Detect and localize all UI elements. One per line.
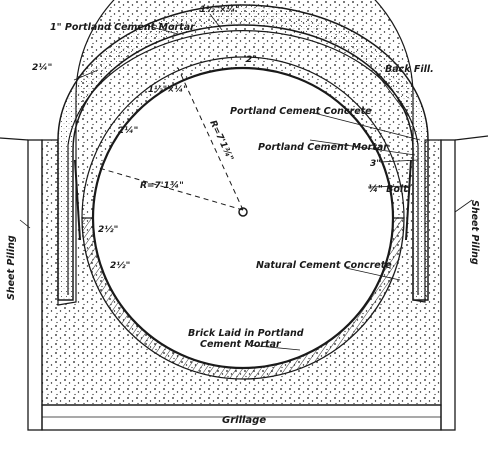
mortar-coat-line	[67, 30, 419, 295]
label-crown-dim: 2"	[246, 55, 257, 65]
radius-line-vertical	[177, 67, 244, 211]
label-sheet-piling-right: Sheet Piling	[469, 200, 480, 265]
label-radius-diagonal: R=7'1¾"	[140, 181, 184, 191]
upper-ring-band	[81, 56, 405, 219]
leader-lines	[19, 13, 473, 351]
label-top-thickness: 1½"×¼"	[200, 4, 240, 15]
center-point	[238, 207, 248, 217]
label-portland-cement-mortar-top: 1" Portland Cement Mortar	[50, 22, 196, 33]
bolts	[74, 159, 412, 241]
grillage	[41, 404, 442, 431]
radius-line-diagonal	[98, 167, 244, 211]
label-right-dim-3: 3"	[370, 159, 381, 169]
label-sheet-piling-left: Sheet Piling	[6, 235, 17, 300]
label-inner-dim-a: 1½"×¼"	[148, 84, 188, 95]
label-grillage: Grillage	[222, 415, 266, 426]
label-portland-cement-concrete: Portland Cement Concrete	[230, 106, 372, 117]
sheet-piling-left	[27, 139, 43, 431]
label-left-dim-low: 2½"	[110, 261, 130, 271]
label-portland-cement-mortar: Portland Cement Mortar	[258, 142, 389, 153]
label-brick-laid-line2: Cement Mortar	[200, 339, 282, 350]
label-natural-cement-concrete: Natural Cement Concrete	[256, 260, 392, 271]
label-brick-laid-line1: Brick Laid in Portland	[188, 328, 304, 339]
label-back-fill: Back Fill.	[385, 64, 434, 75]
label-left-dim-upper: 2¼"	[118, 125, 138, 136]
label-left-outer-dim: 2¼"	[32, 62, 52, 73]
ground-line	[0, 135, 488, 141]
portland-cement-concrete-arch	[57, 4, 429, 301]
label-left-dim-mid: 2½"	[98, 225, 118, 235]
label-bolt: ¼" Bolt	[368, 184, 408, 195]
sheet-piling-right	[440, 139, 456, 431]
culvert-bore	[91, 66, 395, 370]
